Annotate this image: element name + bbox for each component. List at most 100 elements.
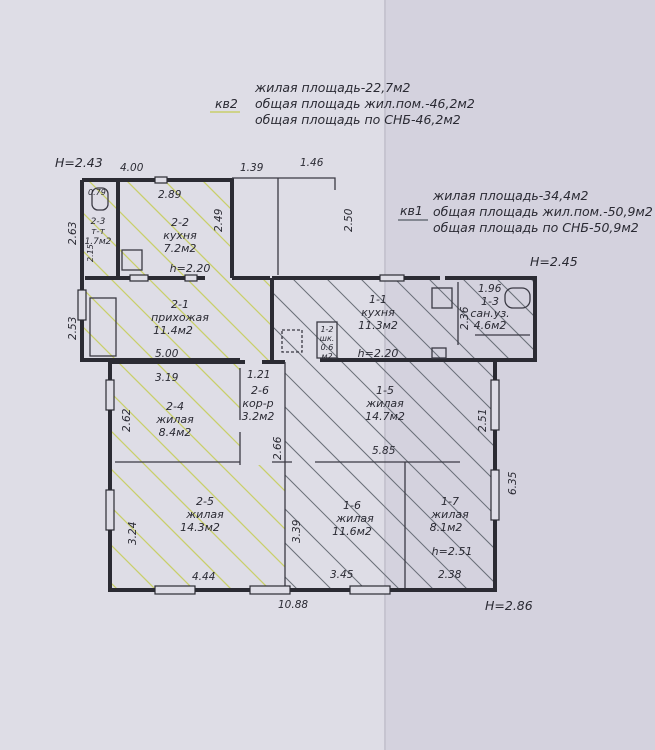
room-2-5: 2-5 жилая 14.3м2 (180, 495, 224, 534)
label-dimensions-d079: 0.79 (88, 188, 106, 197)
label-rooms-6-area: 8.4м2 (159, 426, 192, 439)
apt1-living-area: жилая площадь-34,4м2 (432, 188, 589, 203)
fixtures (89, 187, 531, 359)
apartment-1-info: кв1 жилая площадь-34,4м2 общая площадь ж… (398, 188, 653, 235)
room-2-4: 2-4 жилая 8.4м2 (155, 400, 194, 439)
hatch-line (270, 278, 535, 588)
label-dimensions-d251: 2.51 (477, 409, 489, 432)
vent-icon (431, 347, 447, 359)
room-2-2: 2-2 кухня 7.2м2 h=2.20 (163, 216, 210, 275)
label-rooms-9-area: 14.3м2 (180, 521, 220, 534)
label-rooms-10-area: 11.6м2 (332, 525, 372, 538)
label-rooms-8-area: 14.7м2 (365, 410, 405, 423)
apartment-2-tag: кв2 (215, 96, 238, 111)
label-rooms-7-area: 3.2м2 (242, 410, 275, 423)
label-rooms-5-id: 1-3 (481, 295, 499, 308)
label-rooms-3-h: h=2.20 (358, 347, 399, 360)
label-dimensions-d263: 2.63 (67, 222, 79, 245)
stove-icon (121, 249, 143, 271)
room-2-3: 2-3 т-т 1.7м2 (85, 217, 112, 247)
paper-right (385, 0, 655, 750)
hatch-line (270, 278, 535, 588)
label-dimensions-d400: 4.00 (120, 162, 144, 174)
label-rooms-3-name: кухня (361, 306, 395, 319)
label-rooms-9-name: жилая (185, 508, 224, 521)
toilet-icon (91, 187, 109, 211)
apt2-total-snb: общая площадь по СНБ-46,2м2 (255, 112, 461, 127)
apt1-total-snb: общая площадь по СНБ-50,9м2 (433, 220, 639, 235)
label-rooms-11-area: 8.1м2 (430, 521, 463, 534)
label-dimensions-d585: 5.85 (372, 445, 396, 457)
label-rooms-4-unit: м2 (321, 352, 332, 361)
hatch-line (82, 182, 285, 588)
height-right: H=2.45 (530, 254, 578, 269)
apartment-1-tag: кв1 (400, 203, 423, 218)
room-2-6: 2-6 кор-р 3.2м2 (242, 384, 275, 423)
room-1-6: 1-6 жилая 11.6м2 (332, 499, 374, 538)
label-dimensions-d1088: 10.88 (278, 599, 308, 611)
label-dimensions-d253: 2.53 (67, 317, 79, 340)
label-rooms-1-id: 2-3 (91, 217, 106, 227)
label-rooms-10-id: 1-6 (343, 499, 361, 512)
label-rooms-11-h: h=2.51 (432, 545, 473, 558)
label-rooms-5-name: сан.уз. (470, 307, 509, 320)
boiler-icon (89, 297, 117, 357)
label-dimensions-d339: 3.39 (291, 519, 303, 543)
height-bottom: H=2.86 (485, 598, 533, 613)
label-dimensions-d500: 5.00 (155, 348, 179, 360)
label-rooms-6-id: 2-4 (166, 400, 184, 413)
label-rooms-5-area: 4.6м2 (474, 319, 507, 332)
height-left: H=2.43 (55, 155, 103, 170)
windows (77, 176, 500, 595)
label-dimensions-d236: 2.36 (459, 306, 471, 330)
label-rooms-7-id: 2-6 (251, 384, 269, 397)
label-rooms-4-id: 1-2 (320, 325, 333, 334)
label-rooms-6-name: жилая (155, 413, 194, 426)
label-rooms-10-name: жилая (335, 512, 374, 525)
apt2-total-living: общая площадь жил.пом.-46,2м2 (255, 96, 475, 111)
label-dimensions-d121: 1.21 (247, 369, 270, 381)
label-rooms-1-name: т-т (91, 227, 105, 237)
label-dimensions-d635: 6.35 (507, 471, 519, 495)
label-rooms-2-area: 11.4м2 (153, 324, 193, 337)
label-rooms-3-area: 11.3м2 (358, 319, 398, 332)
room-1-7: 1-7 жилая 8.1м2 h=2.51 (430, 495, 473, 558)
stove-icon-2 (431, 287, 453, 309)
room-1-3: 1-3 сан.уз. 4.6м2 (470, 295, 509, 332)
apt1-total-living: общая площадь жил.пом.-50,9м2 (433, 204, 653, 219)
label-dimensions-d345: 3.45 (330, 569, 354, 581)
label-dimensions-d139: 1.39 (240, 162, 264, 174)
label-rooms-2-name: прихожая (151, 311, 209, 324)
label-rooms-3-id: 1-1 (369, 293, 387, 306)
toilet-icon-2 (504, 287, 531, 309)
walls (80, 177, 537, 592)
label-rooms-7-name: кор-р (242, 397, 273, 410)
label-rooms-8-id: 1-5 (376, 384, 394, 397)
hatch-line (270, 278, 535, 588)
apartment-2-info: кв2 жилая площадь-22,7м2 общая площадь ж… (210, 80, 475, 127)
label-rooms-0-name: кухня (163, 229, 197, 242)
room-1-5: 1-5 жилая 14.7м2 (365, 384, 405, 423)
label-dimensions-d215: 2.15 (86, 244, 95, 262)
room-2-1: 2-1 прихожая 11.4м2 (151, 298, 209, 337)
label-rooms-2-id: 2-1 (171, 298, 189, 311)
label-rooms-4-name: шк. (320, 334, 335, 343)
label-rooms-11-name: жилая (430, 508, 469, 521)
dimensions: 4.00 1.39 1.46 2.89 2.49 2.63 0.79 2.15 … (67, 157, 519, 611)
label-rooms-0-id: 2-2 (171, 216, 189, 229)
room-1-1: 1-1 кухня 11.3м2 h=2.20 (358, 293, 399, 360)
label-dimensions-d262: 2.62 (121, 408, 133, 432)
stove-dashed-icon (281, 329, 303, 353)
label-rooms-9-id: 2-5 (196, 495, 214, 508)
apt2-living-area: жилая площадь-22,7м2 (254, 80, 411, 95)
label-dimensions-d250: 2.50 (343, 208, 355, 232)
label-dimensions-d196: 1.96 (478, 283, 502, 295)
label-dimensions-d249: 2.49 (213, 208, 225, 232)
label-dimensions-d146: 1.46 (300, 157, 324, 169)
label-dimensions-d289: 2.89 (158, 189, 182, 201)
label-dimensions-d444: 4.44 (192, 571, 215, 583)
